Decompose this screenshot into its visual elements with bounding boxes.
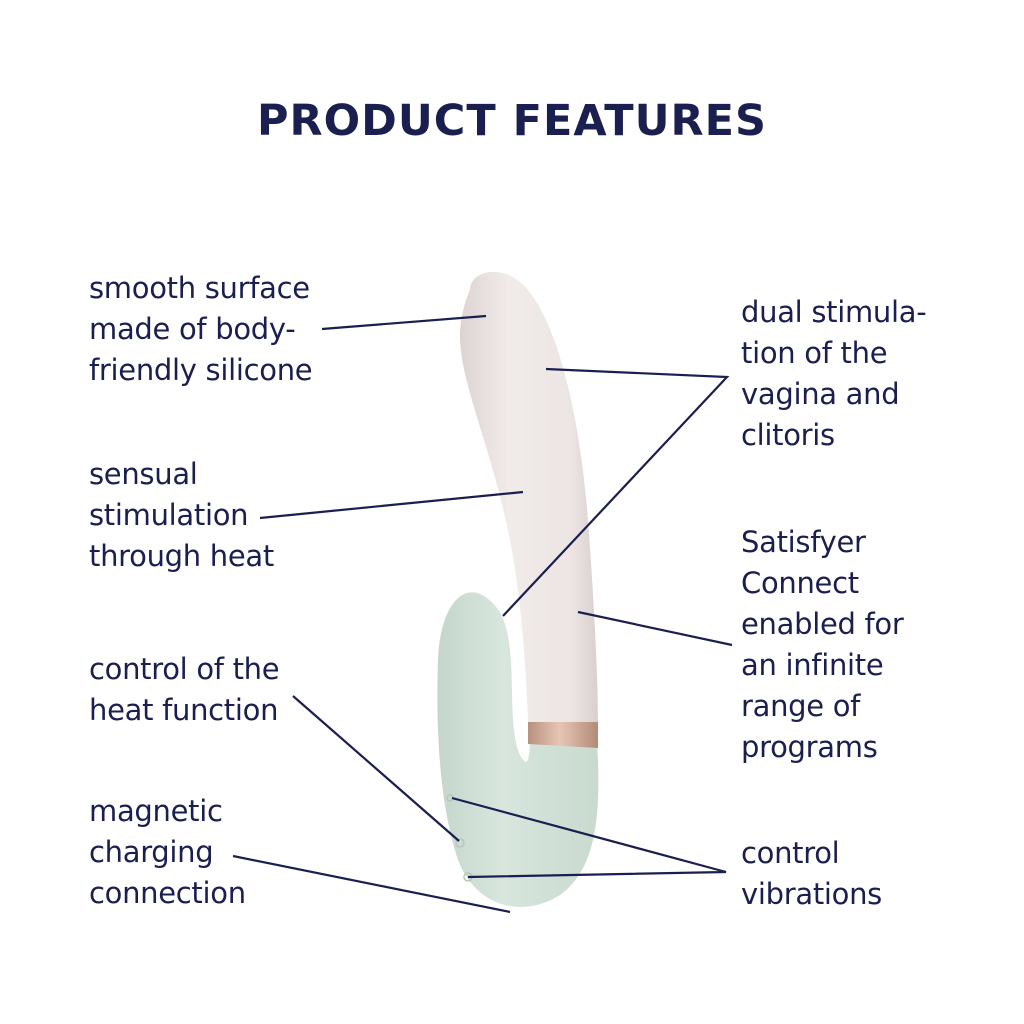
feature-line: enabled for — [741, 607, 904, 641]
shaft — [459, 271, 598, 722]
feature-line: heat function — [89, 693, 279, 727]
feature-line: smooth surface — [89, 271, 310, 305]
feature-line: control of the — [89, 652, 280, 686]
feature-line: vibrations — [741, 877, 882, 911]
feature-dual-stimulation: dual stimula- tion of the vagina and cli… — [741, 292, 927, 456]
feature-line: through heat — [89, 539, 274, 573]
feature-line: tion of the — [741, 336, 888, 370]
feature-line: control — [741, 836, 840, 870]
feature-line: vagina and — [741, 377, 900, 411]
clitoral-arm — [437, 592, 599, 908]
page-title: PRODUCT FEATURES — [256, 96, 768, 146]
feature-line: friendly silicone — [89, 353, 313, 387]
feature-line: charging — [89, 835, 214, 869]
feature-line: connection — [89, 876, 246, 910]
feature-heat-stimulation: sensual stimulation through heat — [89, 454, 274, 577]
feature-app-connect: Satisfyer Connect enabled for an infinit… — [741, 522, 904, 768]
heat-button — [455, 838, 465, 848]
feature-smooth-surface: smooth surface made of body- friendly si… — [89, 268, 313, 391]
feature-line: stimulation — [89, 498, 249, 532]
feature-line: an infinite — [741, 648, 884, 682]
leader-lines — [232, 314, 733, 914]
feature-line: Satisfyer — [741, 525, 866, 559]
feature-line: magnetic — [89, 794, 223, 828]
feature-line: clitoris — [741, 418, 835, 452]
feature-magnetic-charging: magnetic charging connection — [89, 791, 246, 914]
feature-line: range of — [741, 689, 861, 723]
feature-line: programs — [741, 730, 878, 764]
feature-line: made of body- — [89, 312, 296, 346]
feature-line: dual stimula- — [741, 295, 927, 329]
rose-gold-ring — [528, 722, 598, 748]
feature-line: sensual — [89, 457, 198, 491]
feature-heat-control: control of the heat function — [89, 649, 280, 731]
feature-vibration-control: control vibrations — [741, 833, 882, 915]
feature-line: Connect — [741, 566, 859, 600]
